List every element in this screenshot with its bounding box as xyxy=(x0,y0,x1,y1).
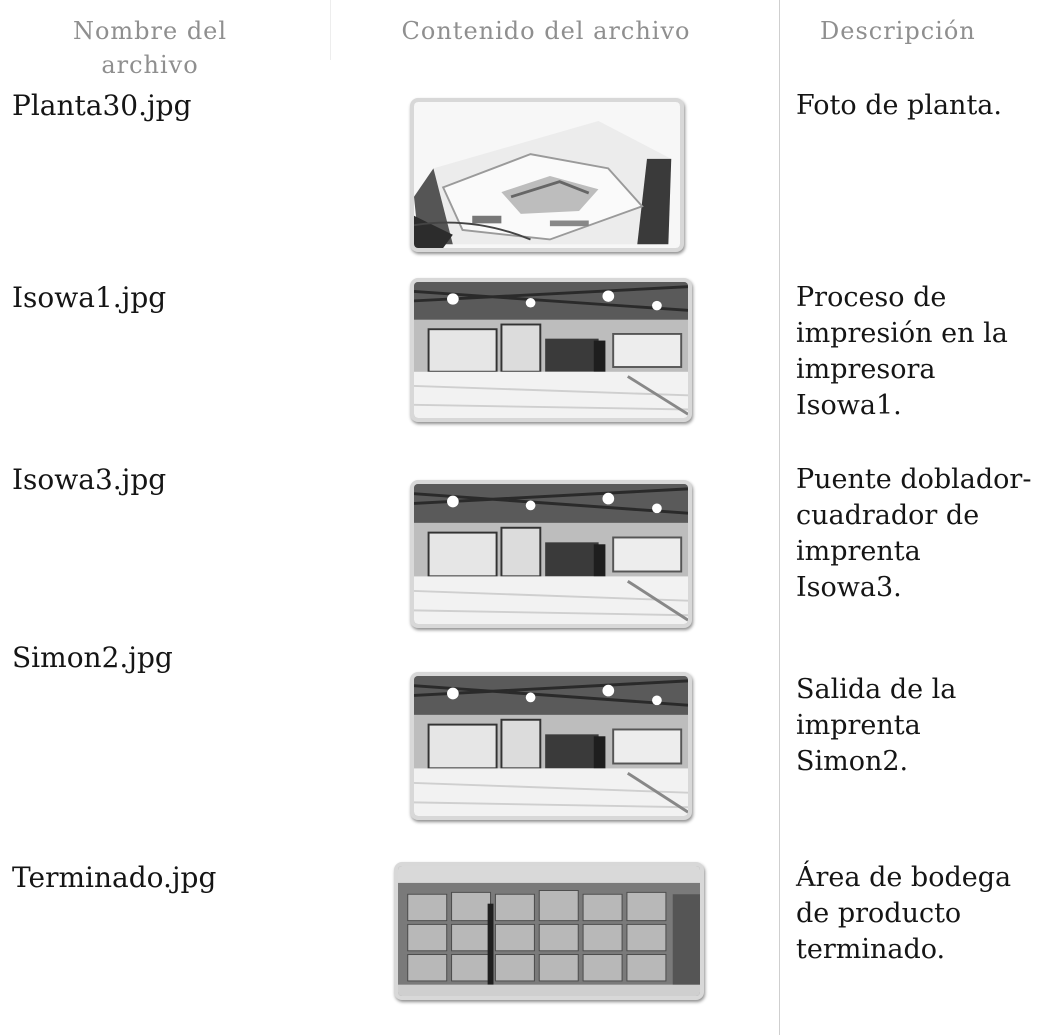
description-isowa1: Proceso de impresión en la impresora Iso… xyxy=(796,282,1008,421)
warehouse-boxes-photo-image xyxy=(398,866,700,996)
printing-machine-photo-image xyxy=(414,676,688,816)
column-divider-left xyxy=(330,0,331,60)
plant-aerial-photo-image xyxy=(414,102,680,248)
column-divider-right xyxy=(779,0,780,1035)
filename-planta30: Planta30.jpg xyxy=(12,89,192,122)
description-isowa3: Puente doblador-cuadrador de imprenta Is… xyxy=(796,464,1032,603)
thumbnail-isowa1 xyxy=(410,278,692,422)
filename-isowa3: Isowa3.jpg xyxy=(12,463,167,496)
filename-simon2: Simon2.jpg xyxy=(12,641,173,674)
thumbnail-terminado xyxy=(394,862,704,1000)
printing-machine-photo-image xyxy=(414,484,688,624)
column-header-content: Contenido del archivo xyxy=(401,17,691,45)
printing-machine-photo-image xyxy=(414,282,688,418)
description-terminado: Área de bodega de producto terminado. xyxy=(796,862,1012,965)
column-header-description: Descripción xyxy=(820,17,976,45)
description-simon2: Salida de la imprenta Simon2. xyxy=(796,674,957,777)
filename-terminado: Terminado.jpg xyxy=(12,861,217,894)
thumbnail-isowa3 xyxy=(410,480,692,628)
thumbnail-simon2 xyxy=(410,672,692,820)
filename-isowa1: Isowa1.jpg xyxy=(12,281,167,314)
column-header-filename: Nombre del archivo xyxy=(72,17,228,79)
description-planta30: Foto de planta. xyxy=(796,90,1002,121)
thumbnail-planta30 xyxy=(410,98,684,252)
